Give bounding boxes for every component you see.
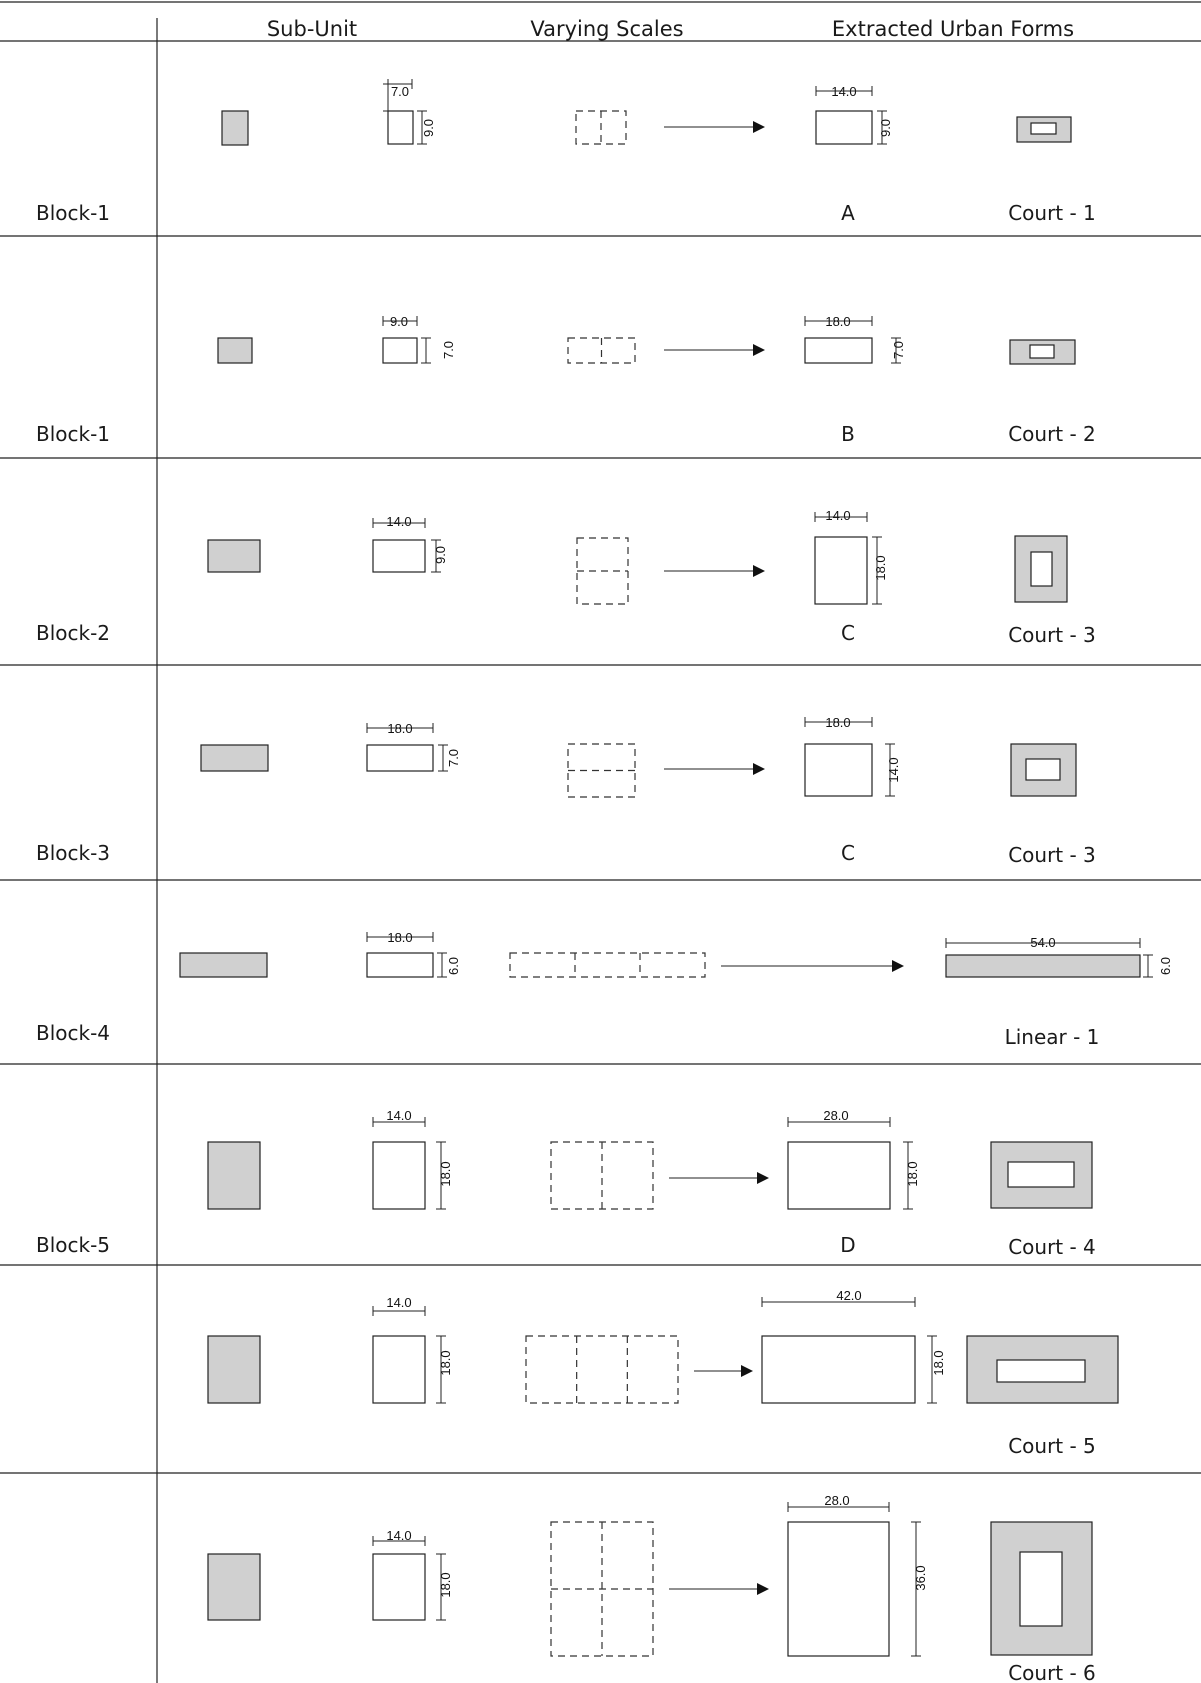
dim-width-label: 28.0 — [823, 1108, 848, 1123]
dim-width-label: 14.0 — [386, 1108, 411, 1123]
dim-height-label: 18.0 — [873, 555, 888, 580]
header-sub-unit: Sub-Unit — [267, 17, 357, 41]
courtyard-void — [1007, 1161, 1075, 1188]
result-letter: D — [840, 1233, 855, 1257]
sub-unit-outline — [787, 1521, 890, 1657]
arrow-head — [753, 344, 765, 356]
dim-height-label: 7.0 — [441, 341, 456, 359]
courtyard-void — [1029, 344, 1055, 359]
block-label: Block-2 — [36, 621, 110, 645]
dim-height-label: 6.0 — [1158, 957, 1173, 975]
varying-scales-grid — [509, 952, 706, 978]
sub-unit-outline — [387, 110, 414, 145]
courtyard-void — [1030, 122, 1057, 135]
sub-unit-block — [207, 1335, 261, 1404]
form-label: Linear - 1 — [1005, 1025, 1100, 1049]
dim-width-label: 28.0 — [824, 1493, 849, 1508]
varying-scales-grid — [567, 743, 636, 798]
dim-height-label: 14.0 — [886, 757, 901, 782]
sub-unit-outline — [372, 1335, 426, 1404]
sub-unit-outline — [366, 744, 434, 772]
dim-height-label: 9.0 — [878, 119, 893, 137]
sub-unit-outline — [815, 110, 873, 145]
result-letter: C — [841, 621, 855, 645]
form-label: Court - 5 — [1008, 1434, 1096, 1458]
block-label: Block-1 — [36, 422, 110, 446]
block-label: Block-5 — [36, 1233, 110, 1257]
sub-unit-outline — [761, 1335, 916, 1404]
dim-width-label: 14.0 — [386, 1295, 411, 1310]
dimension-labels: 7.0 9.0 14.0 9.0 9.0 7.0 18.0 7.0 14.0 9… — [386, 84, 1173, 1598]
form-label: Court - 6 — [1008, 1661, 1096, 1683]
dim-height-label: 36.0 — [913, 1565, 928, 1590]
arrow-head — [741, 1365, 753, 1377]
form-label: Court - 1 — [1008, 201, 1096, 225]
result-letter: C — [841, 841, 855, 865]
varying-scales-grid — [525, 1335, 679, 1404]
sub-unit-block — [1014, 535, 1068, 603]
arrow-head — [753, 763, 765, 775]
arrow-head — [757, 1172, 769, 1184]
form-label: Court - 4 — [1008, 1235, 1096, 1259]
sub-unit-outline — [372, 1141, 426, 1210]
dim-width-label: 14.0 — [386, 1528, 411, 1543]
sub-unit-block — [217, 337, 253, 364]
sub-unit-outline — [804, 743, 873, 797]
arrow-head — [753, 565, 765, 577]
courtyard-void — [996, 1359, 1086, 1383]
header-extracted-urban-forms: Extracted Urban Forms — [832, 17, 1074, 41]
sub-unit-outline — [382, 337, 418, 364]
sub-unit-block — [207, 1553, 261, 1621]
dim-height-label: 18.0 — [905, 1161, 920, 1186]
varying-scales-grid — [550, 1141, 654, 1210]
block-label: Block-3 — [36, 841, 110, 865]
dim-height-label: 9.0 — [433, 546, 448, 564]
arrow-head — [892, 960, 904, 972]
dim-width-label: 14.0 — [386, 514, 411, 529]
dim-height-label: 18.0 — [931, 1350, 946, 1375]
arrow-head — [757, 1583, 769, 1595]
sub-unit-outline — [366, 952, 434, 978]
courtyard-void — [1030, 551, 1053, 587]
sub-unit-block — [200, 744, 269, 772]
drawing-shapes — [179, 79, 1153, 1657]
form-label: Court - 3 — [1008, 623, 1096, 647]
sub-unit-outline — [814, 536, 868, 605]
dim-width-label: 7.0 — [391, 84, 409, 99]
dim-height-label: 18.0 — [438, 1572, 453, 1597]
dim-width-label: 14.0 — [825, 508, 850, 523]
result-letter: B — [841, 422, 855, 446]
dim-height-label: 7.0 — [446, 749, 461, 767]
sub-unit-outline — [804, 337, 873, 364]
sub-unit-block — [221, 110, 249, 146]
sub-unit-outline — [787, 1141, 891, 1210]
sub-unit-outline — [372, 539, 426, 573]
sub-unit-block — [945, 954, 1141, 978]
sub-unit-block — [207, 1141, 261, 1210]
dim-height-label: 9.0 — [421, 119, 436, 137]
block-label: Block-4 — [36, 1021, 110, 1045]
courtyard-void — [1025, 758, 1061, 781]
block-label: Block-1 — [36, 201, 110, 225]
dim-height-label: 18.0 — [438, 1350, 453, 1375]
form-label: Court - 2 — [1008, 422, 1096, 446]
dim-height-label: 6.0 — [446, 957, 461, 975]
arrow-head — [753, 121, 765, 133]
dim-height-label: 18.0 — [438, 1161, 453, 1186]
sub-unit-block — [179, 952, 268, 978]
result-letter: A — [841, 201, 855, 225]
sub-unit-block — [207, 539, 261, 573]
courtyard-void — [1019, 1551, 1063, 1627]
sub-unit-outline — [372, 1553, 426, 1621]
form-label: Court - 3 — [1008, 843, 1096, 867]
dim-height-label: 7.0 — [891, 341, 906, 359]
dim-width-label: 42.0 — [836, 1288, 861, 1303]
sub-unit-block — [1009, 339, 1076, 365]
header-varying-scales: Varying Scales — [530, 17, 683, 41]
